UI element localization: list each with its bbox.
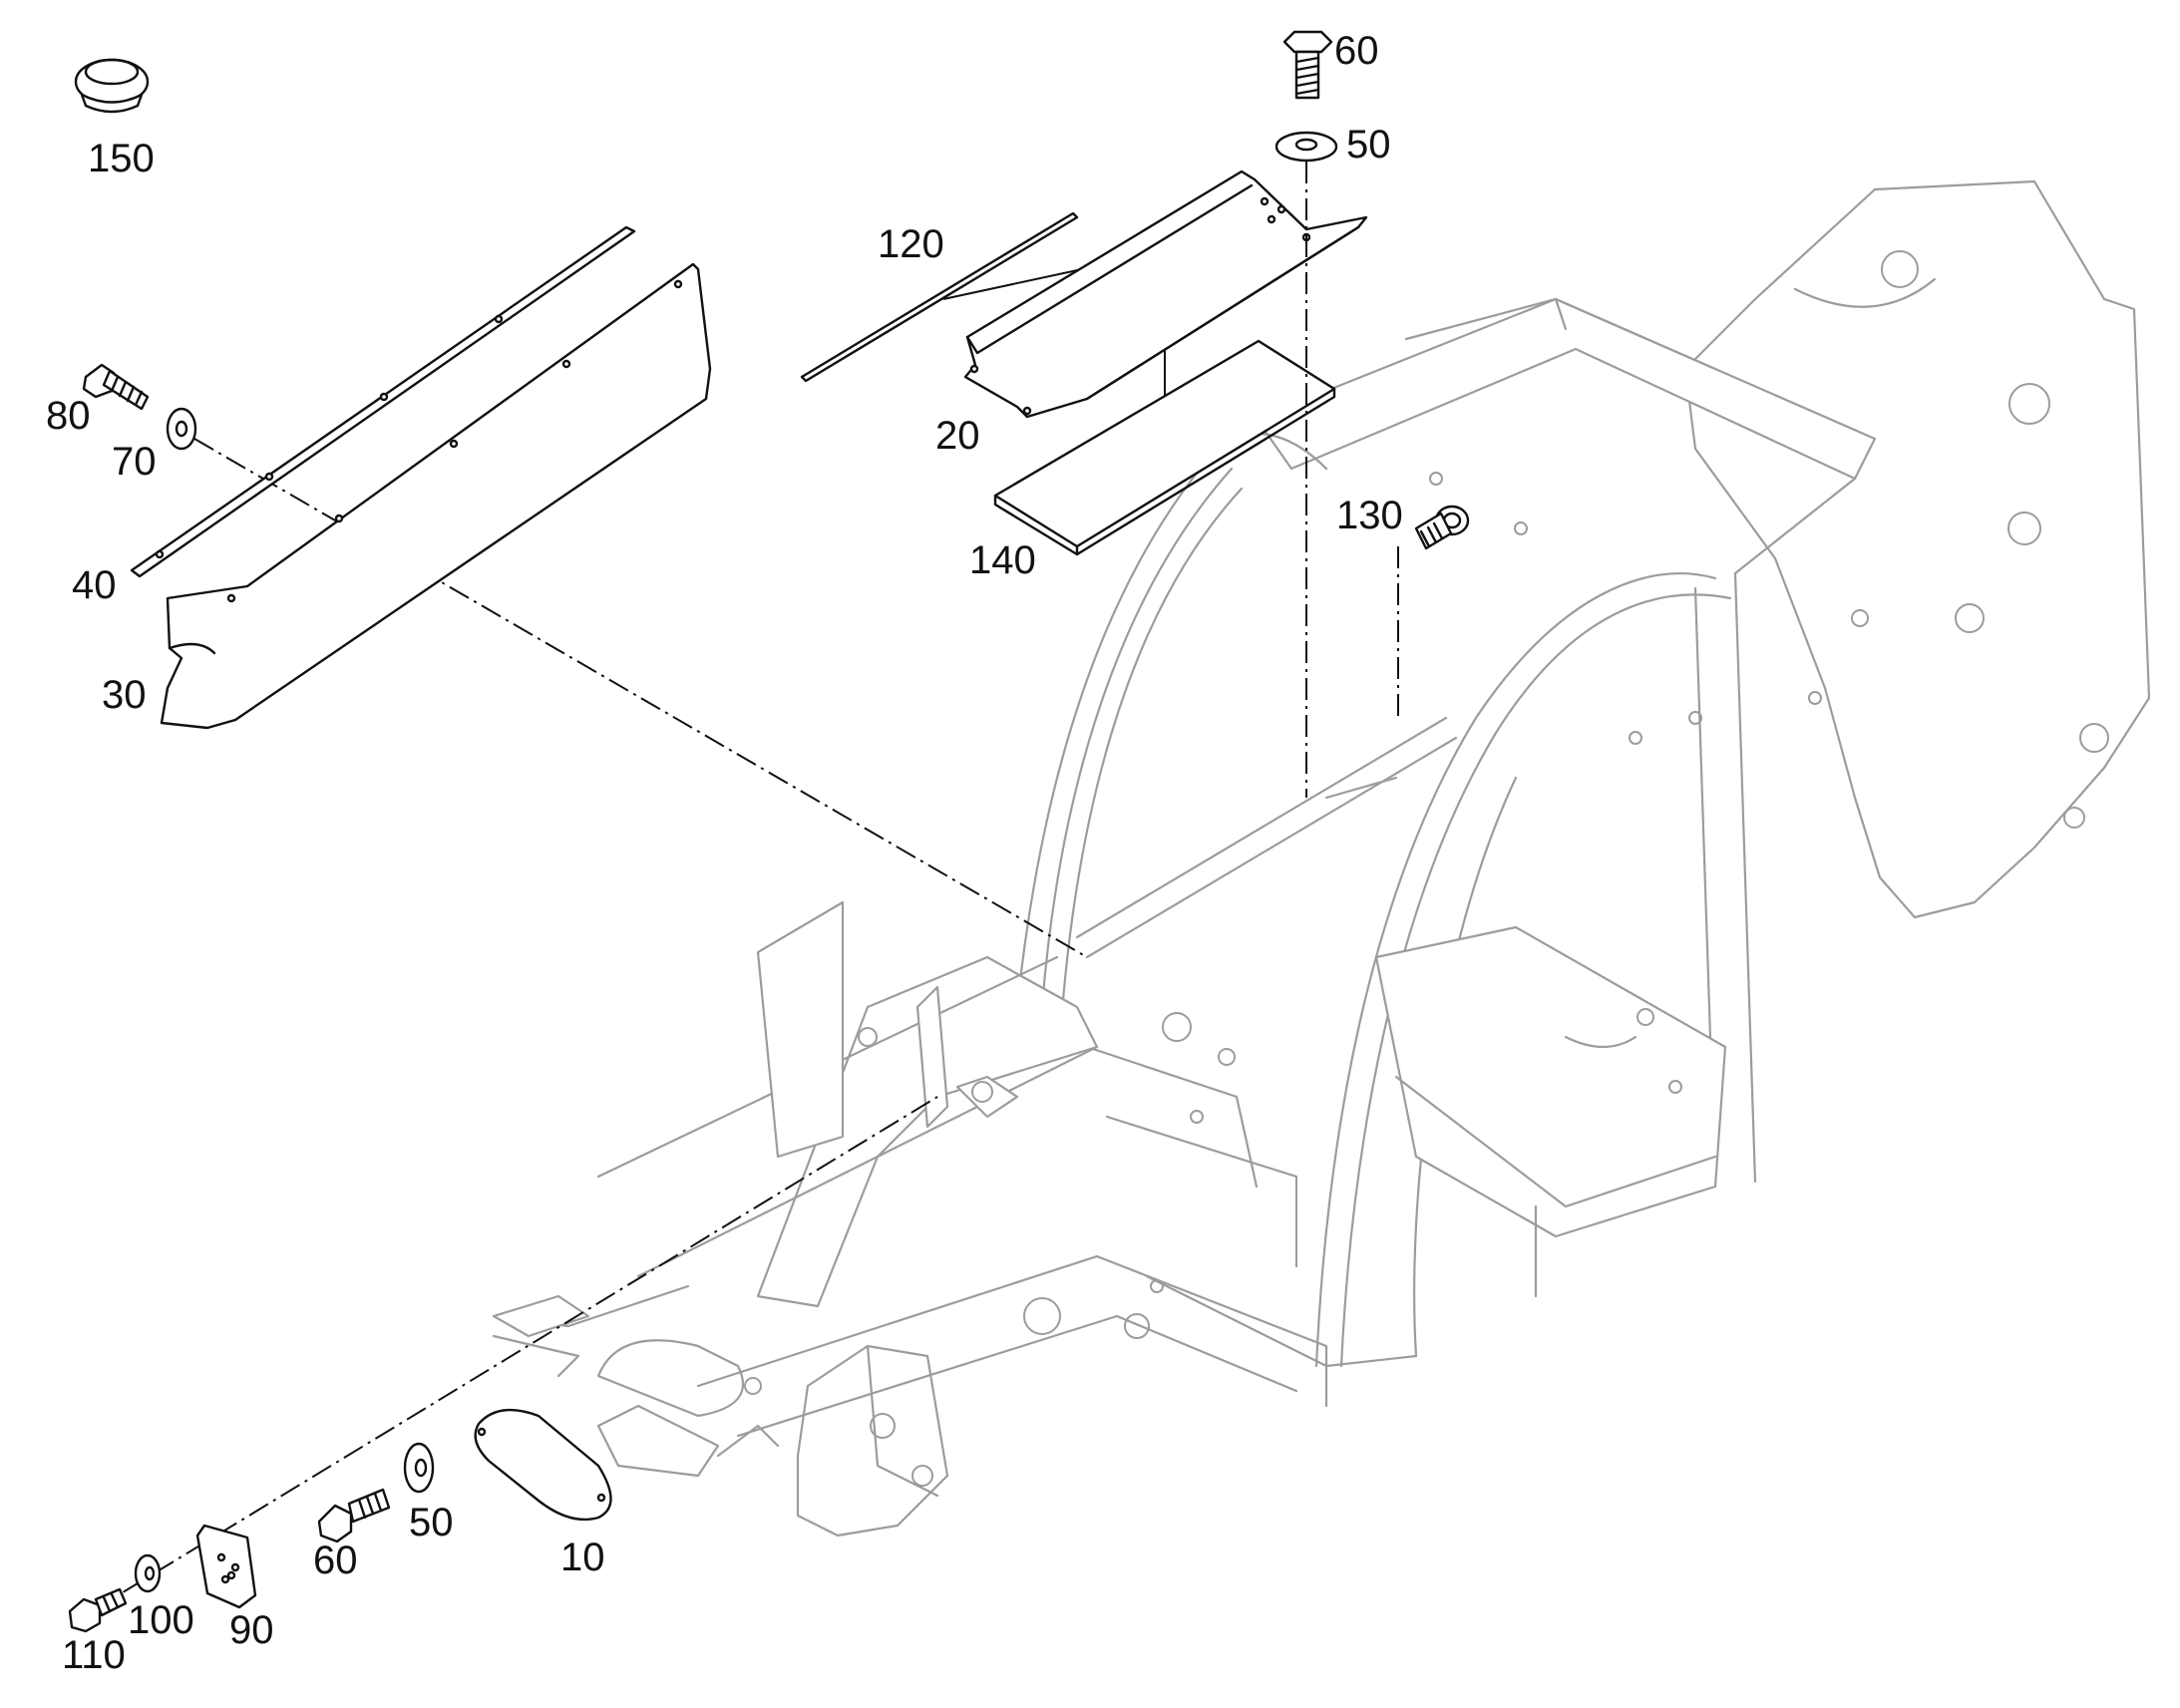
chassis-frame	[492, 179, 2151, 1537]
part-10-oval-cover	[474, 1408, 612, 1522]
part-50-washer-bottom	[403, 1442, 435, 1494]
part-30-side-panel	[160, 262, 712, 730]
upright-plate	[756, 900, 845, 1159]
part-60-bolt-bottom	[317, 1488, 391, 1543]
part-60-bolt-top	[1282, 30, 1333, 100]
part-50-washer-top	[1274, 131, 1338, 163]
part-80-bolt	[82, 363, 150, 411]
callout-50-top: 50	[1346, 123, 1391, 167]
rear-side-plate	[1683, 179, 2151, 919]
part-20-cover	[963, 170, 1368, 419]
part-110-bolt	[68, 1587, 128, 1633]
part-130-bolt	[1414, 505, 1470, 550]
part-90-plate	[195, 1524, 257, 1609]
front-hitch	[796, 1344, 949, 1537]
callout-60-bottom: 60	[313, 1538, 358, 1582]
cab-floor-box	[1374, 925, 1727, 1238]
part-40-strip	[130, 225, 636, 578]
right-arch	[1314, 571, 1717, 1368]
callout-130: 130	[1336, 494, 1403, 537]
part-70-washer	[166, 407, 197, 451]
callout-40: 40	[72, 563, 117, 607]
part-100-washer	[134, 1553, 162, 1593]
front-arch	[1015, 433, 1328, 1009]
callout-80: 80	[46, 394, 91, 438]
part-140-pad	[993, 339, 1336, 556]
callout-140: 140	[969, 538, 1036, 582]
callout-110: 110	[62, 1633, 126, 1677]
callout-120: 120	[878, 222, 944, 266]
callout-30: 30	[102, 673, 147, 717]
callout-10: 10	[560, 1536, 605, 1579]
callout-20: 20	[935, 414, 980, 458]
callout-70: 70	[112, 440, 157, 484]
callout-60-top: 60	[1334, 29, 1379, 73]
callout-150: 150	[88, 137, 155, 180]
callout-100: 100	[128, 1598, 194, 1642]
part-120-rod	[800, 211, 1079, 383]
part-150-cap	[74, 58, 150, 114]
callout-90: 90	[229, 1608, 274, 1652]
callout-50-bottom: 50	[409, 1501, 454, 1544]
